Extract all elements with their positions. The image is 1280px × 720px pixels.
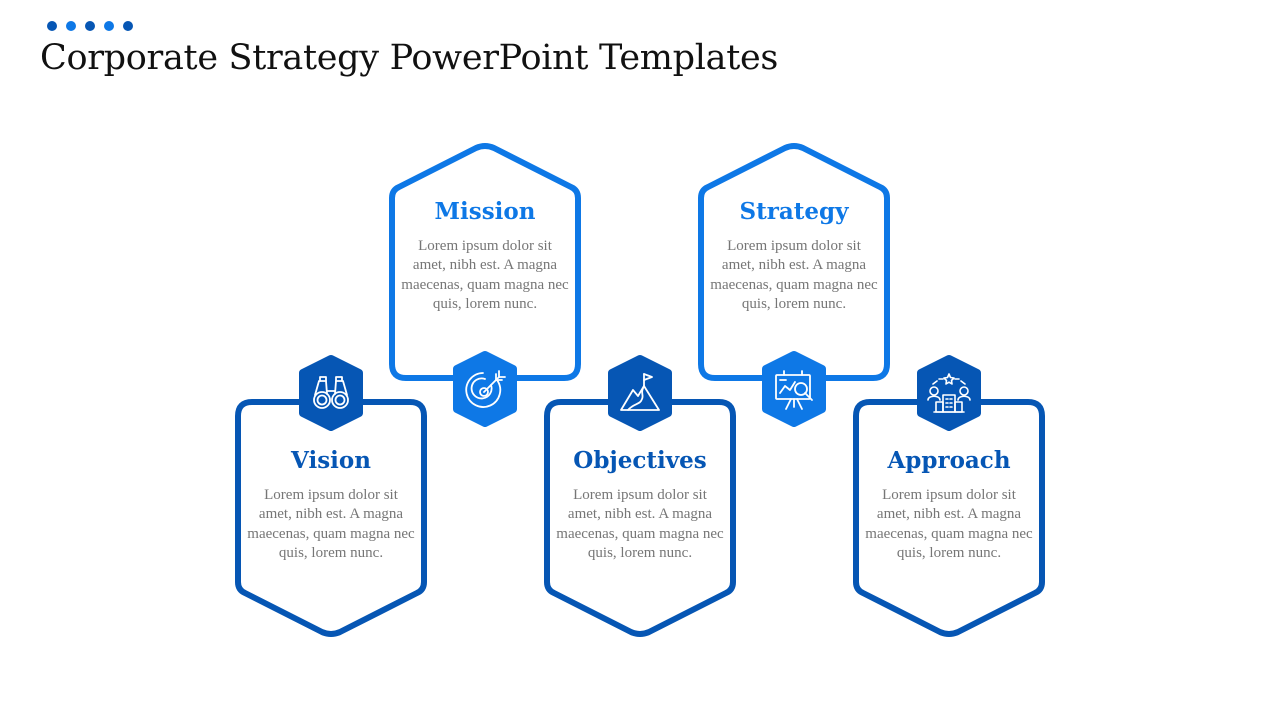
dot-5 bbox=[123, 21, 133, 31]
card-vision-title: Vision bbox=[291, 447, 371, 474]
card-vision bbox=[235, 355, 427, 637]
card-vision-text: Lorem ipsum dolor sit amet, nibh est. A … bbox=[247, 487, 415, 561]
card-strategy-frame bbox=[698, 143, 890, 381]
dot-2 bbox=[66, 21, 76, 31]
card-mission-frame bbox=[389, 143, 581, 381]
card-strategy-title: Strategy bbox=[739, 198, 849, 225]
card-objectives-frame bbox=[544, 399, 736, 637]
page-title: Corporate Strategy PowerPoint Templates bbox=[40, 38, 779, 78]
card-mission-title: Mission bbox=[434, 198, 536, 225]
dot-1 bbox=[47, 21, 57, 31]
card-strategy-icon-badge bbox=[762, 351, 826, 427]
dot-4 bbox=[104, 21, 114, 31]
card-vision-icon-badge bbox=[299, 355, 363, 431]
card-strategy-text: Lorem ipsum dolor sit amet, nibh est. A … bbox=[710, 238, 878, 312]
card-mission bbox=[389, 143, 581, 427]
card-objectives-text: Lorem ipsum dolor sit amet, nibh est. A … bbox=[556, 487, 724, 561]
card-approach-frame bbox=[853, 399, 1045, 637]
card-objectives bbox=[544, 355, 736, 637]
card-strategy bbox=[698, 143, 890, 427]
card-vision-frame bbox=[235, 399, 427, 637]
card-approach bbox=[853, 355, 1045, 637]
decorative-dots bbox=[47, 21, 137, 33]
dot-3 bbox=[85, 21, 95, 31]
card-mission-text: Lorem ipsum dolor sit amet, nibh est. A … bbox=[401, 238, 569, 312]
card-approach-icon-badge bbox=[917, 355, 981, 431]
card-approach-title: Approach bbox=[887, 447, 1011, 474]
card-objectives-title: Objectives bbox=[573, 447, 707, 474]
card-approach-text: Lorem ipsum dolor sit amet, nibh est. A … bbox=[865, 487, 1033, 561]
